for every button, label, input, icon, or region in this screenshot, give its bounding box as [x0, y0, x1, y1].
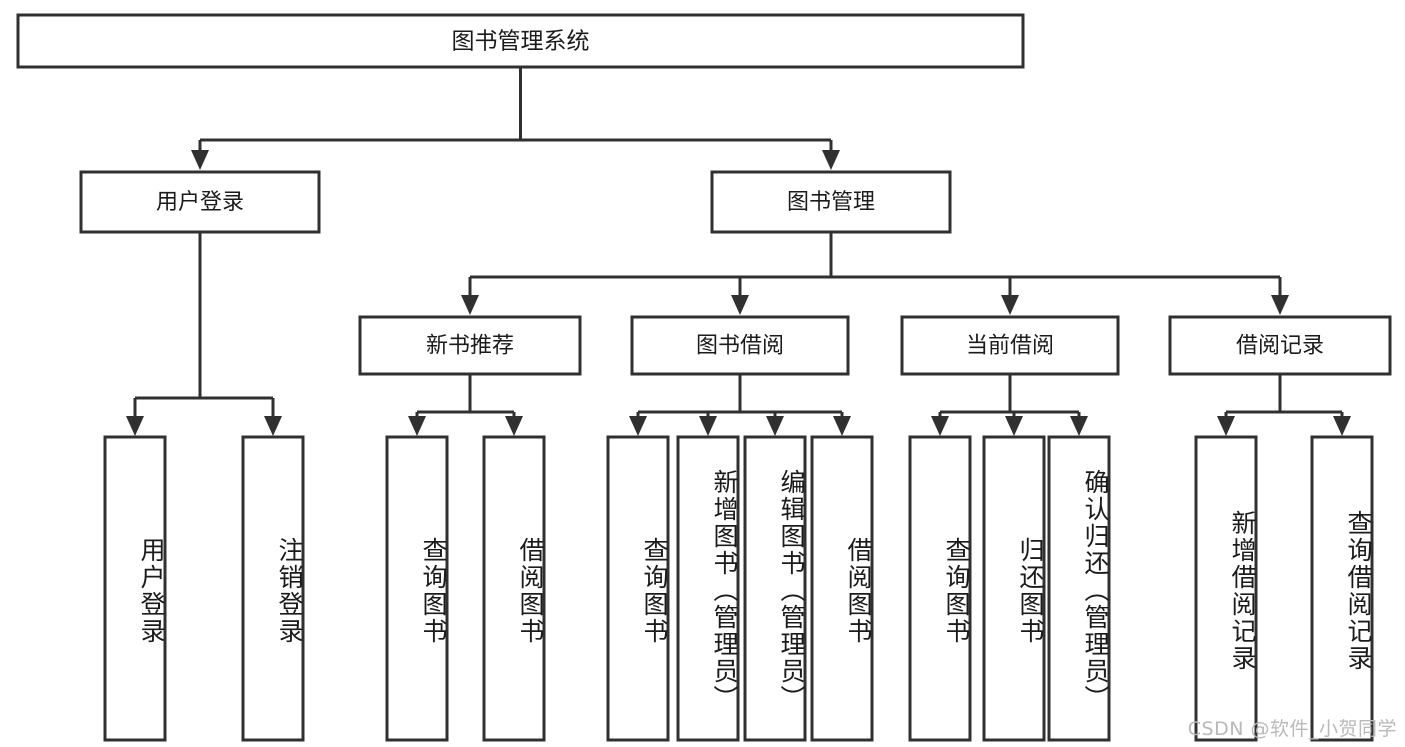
node-new-book-recommend-label: 新书推荐 — [426, 334, 514, 359]
arrow-head-icon — [833, 416, 851, 436]
node-book-borrow-box[interactable] — [630, 315, 850, 376]
node-user-login-box[interactable] — [79, 170, 321, 234]
root-node-system-label: 图书管理系统 — [452, 29, 590, 55]
arrow-head-icon — [1070, 416, 1088, 436]
node-current-borrow-box[interactable] — [900, 315, 1120, 376]
leaf-leaf-query-book-3-box[interactable] — [908, 435, 972, 742]
arrow-head-icon — [699, 416, 717, 436]
node-book-manage-box[interactable] — [710, 170, 952, 234]
leaf-leaf-confirm-return-box[interactable] — [1047, 435, 1111, 742]
arrow-head-icon — [505, 416, 523, 436]
arrow-head-icon — [126, 416, 144, 436]
leaf-leaf-query-book-1-box[interactable] — [385, 435, 449, 742]
node-user-login-label: 用户登录 — [156, 190, 244, 215]
arrow-head-icon — [264, 416, 282, 436]
csdn-watermark: CSDN @软件_小贺同学 — [1187, 718, 1397, 740]
leaf-leaf-return-book-box[interactable] — [982, 435, 1046, 742]
arrow-head-icon — [822, 150, 840, 170]
node-borrow-record-label: 借阅记录 — [1236, 334, 1324, 359]
arrow-head-icon — [408, 416, 426, 436]
leaf-leaf-add-book-box[interactable] — [676, 435, 740, 742]
node-book-borrow-label: 图书借阅 — [696, 334, 784, 359]
arrow-head-icon — [931, 416, 949, 436]
leaf-leaf-borrow-book-2-box[interactable] — [810, 435, 874, 742]
arrow-head-icon — [629, 416, 647, 436]
arrow-heads — [126, 150, 1351, 436]
leaf-leaf-query-record-box[interactable] — [1310, 435, 1374, 742]
arrow-head-icon — [731, 295, 749, 315]
arrow-head-icon — [191, 150, 209, 170]
arrow-head-icon — [1271, 295, 1289, 315]
node-current-borrow-label: 当前借阅 — [966, 334, 1054, 359]
node-new-book-recommend-box[interactable] — [358, 315, 582, 376]
leaf-leaf-borrow-book-1-box[interactable] — [482, 435, 546, 742]
node-book-manage-label: 图书管理 — [787, 190, 875, 215]
arrow-head-icon — [1333, 416, 1351, 436]
node-borrow-record-box[interactable] — [1168, 315, 1392, 376]
arrow-head-icon — [1005, 416, 1023, 436]
arrow-head-icon — [461, 295, 479, 315]
arrow-head-icon — [766, 416, 784, 436]
leaf-leaf-query-book-2-box[interactable] — [606, 435, 670, 742]
arrow-head-icon — [1217, 416, 1235, 436]
leaf-leaf-user-logout-box[interactable] — [241, 435, 305, 742]
leaf-leaf-add-record-box[interactable] — [1194, 435, 1258, 742]
arrow-head-icon — [1001, 295, 1019, 315]
node-boxes — [16, 13, 1392, 742]
root-node-system-box[interactable] — [16, 13, 1025, 69]
leaf-leaf-edit-book-box[interactable] — [743, 435, 807, 742]
leaf-leaf-user-login-box[interactable] — [103, 435, 167, 742]
